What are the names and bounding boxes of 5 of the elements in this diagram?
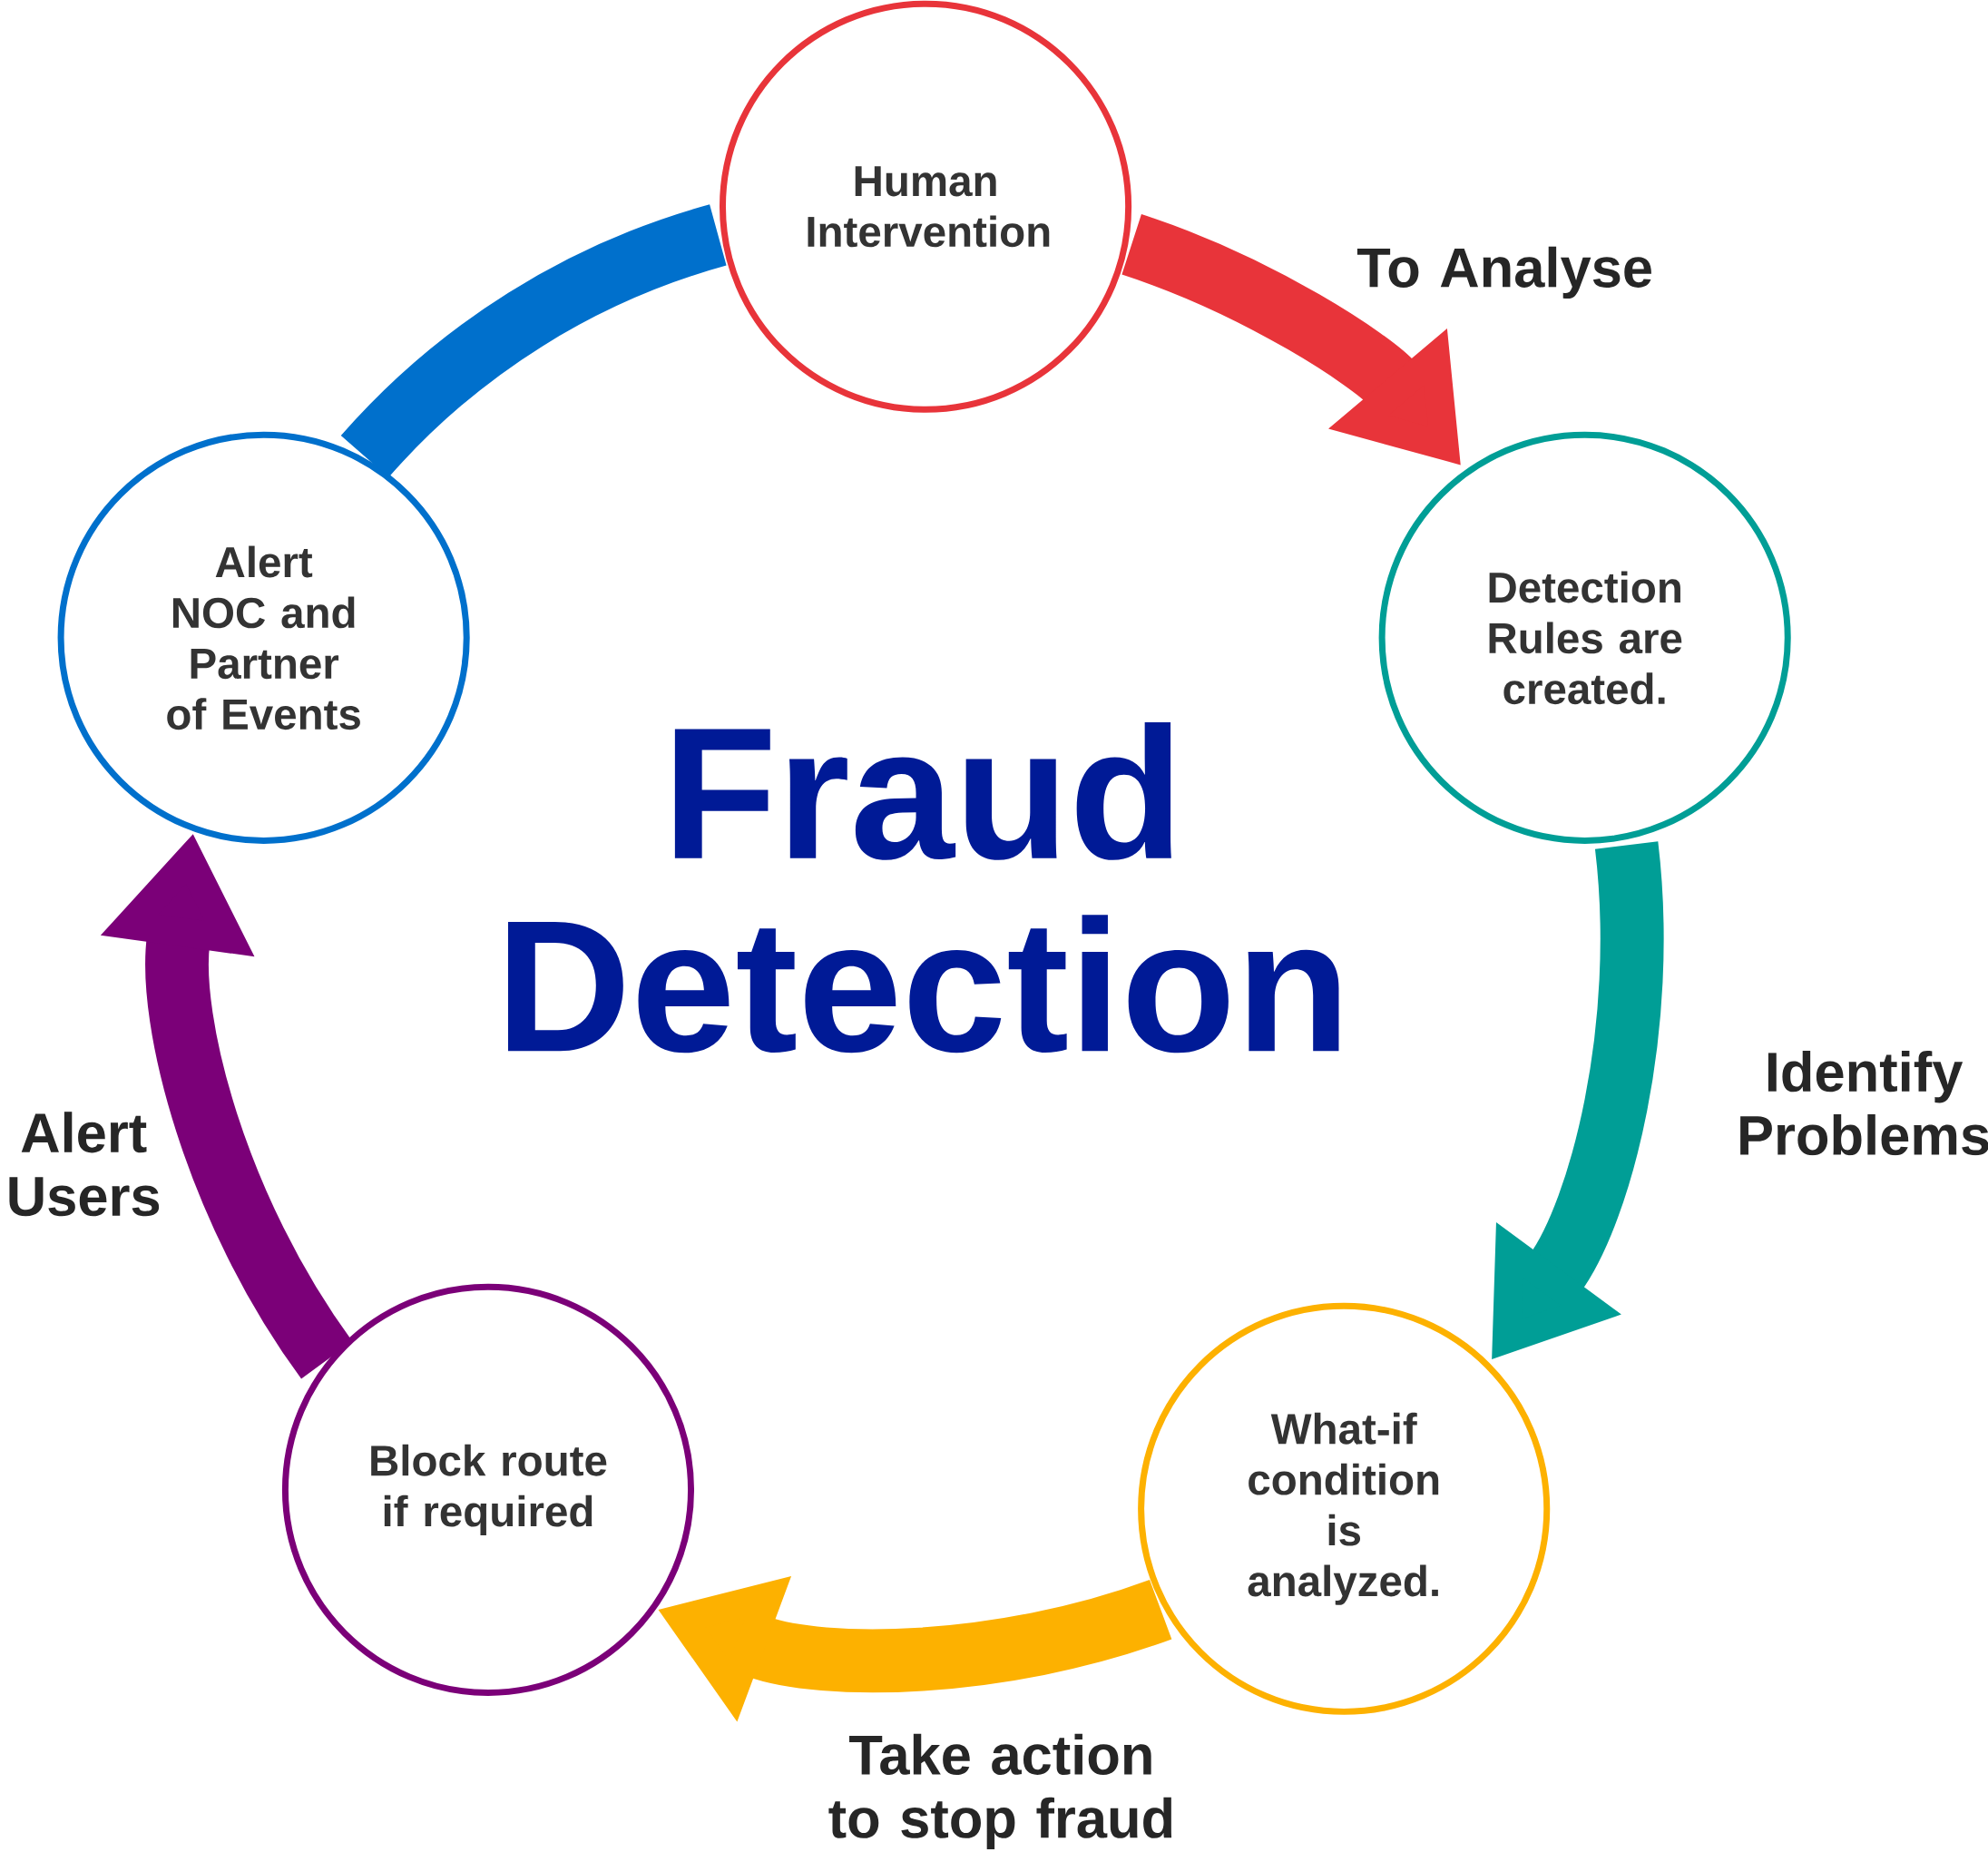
edge-label: Alert Users bbox=[9, 1111, 160, 1216]
edge-label: Take action to stop fraud bbox=[828, 1733, 1172, 1849]
title: Fraud Detection bbox=[508, 721, 1339, 1053]
edge-label: Identify Problems bbox=[1740, 1050, 1988, 1155]
edge-label: To Analyse bbox=[1356, 246, 1651, 299]
